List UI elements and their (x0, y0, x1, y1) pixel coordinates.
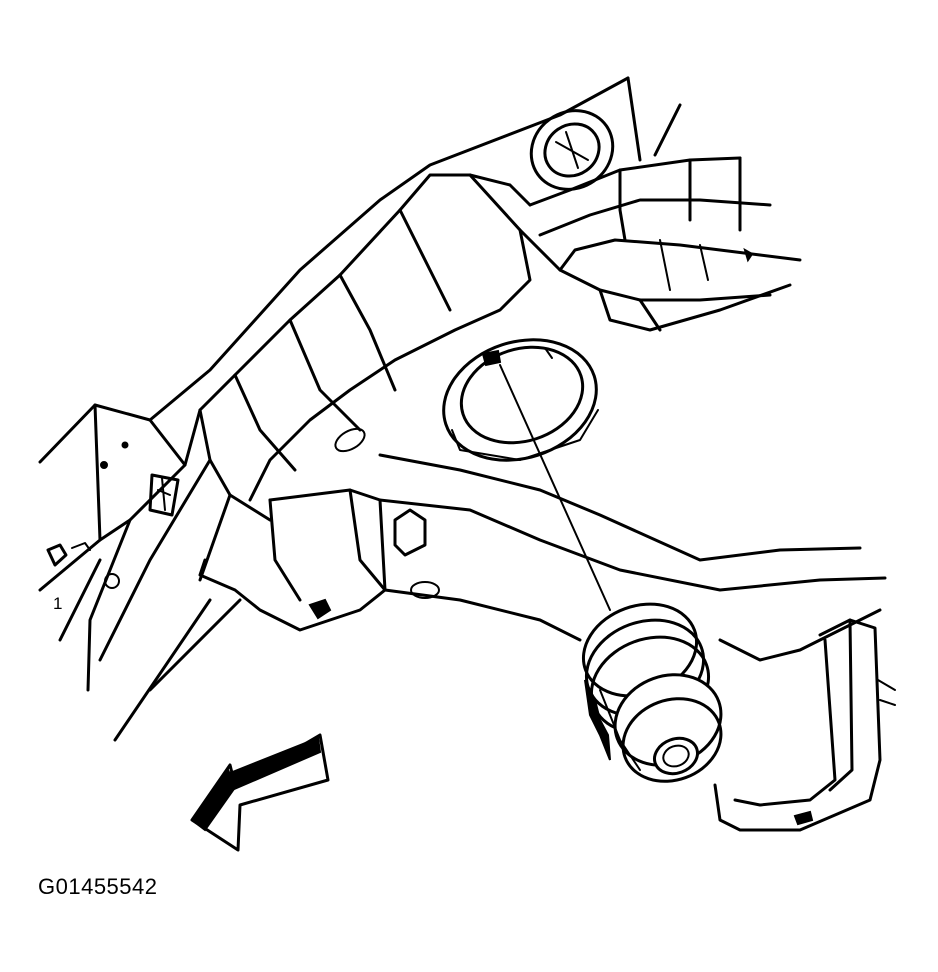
left-bracket (46, 441, 180, 589)
figure-id: G01455542 (38, 874, 158, 899)
leader-line (499, 364, 611, 611)
callout-number: 1 (53, 594, 63, 613)
front-direction-arrow-icon (190, 733, 330, 852)
right-bracket (713, 618, 896, 832)
crossmember (518, 156, 802, 332)
bushing-ring-upper (442, 338, 599, 462)
bushing-icon (581, 602, 723, 783)
frame-plug (529, 109, 615, 191)
mount-bracket (198, 427, 427, 632)
frame-rail (38, 76, 682, 742)
